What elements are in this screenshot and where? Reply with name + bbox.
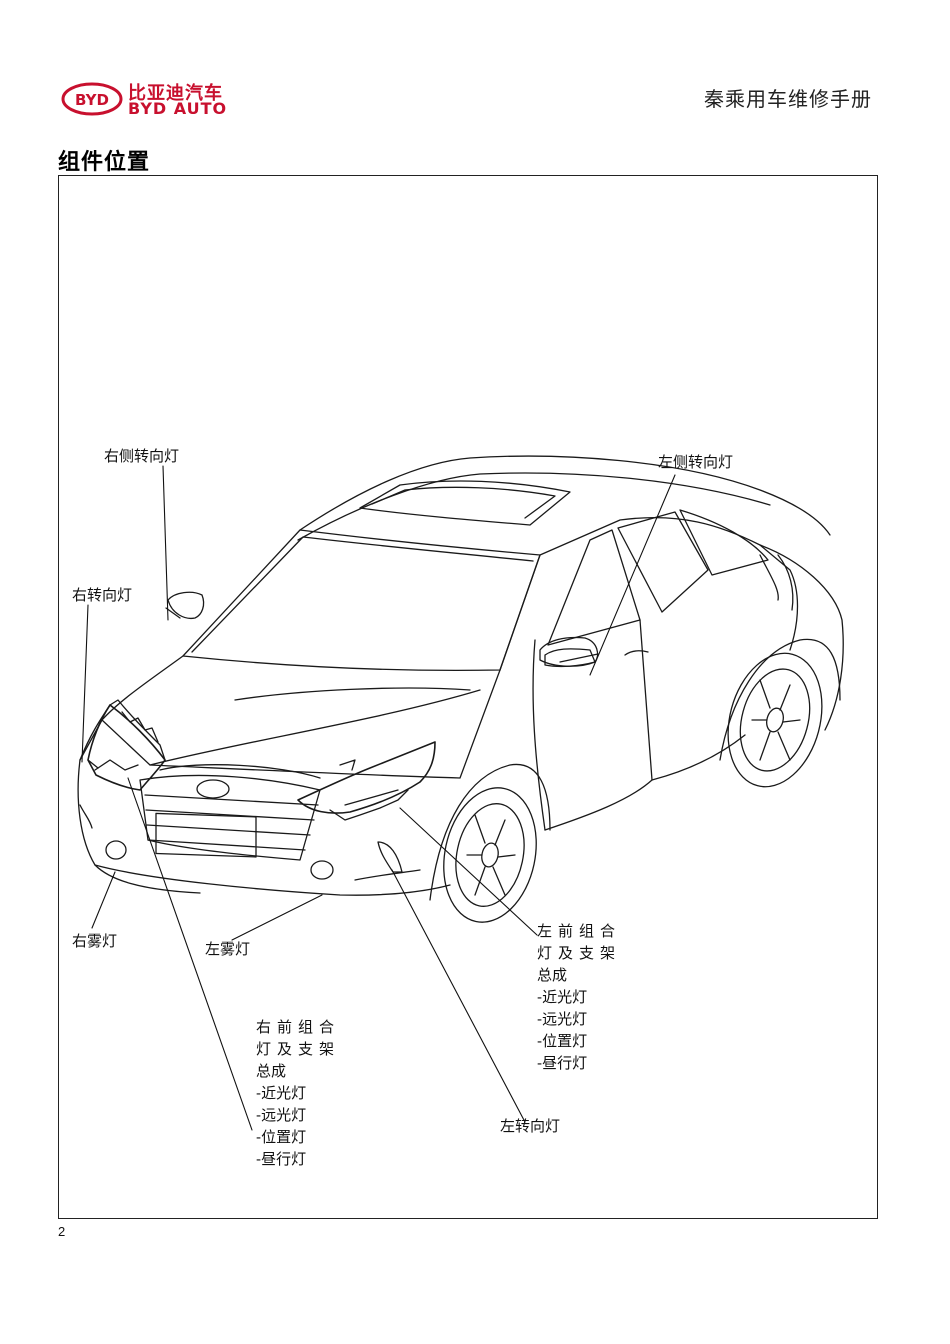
left-headlamp-item: -远光灯 bbox=[537, 1010, 588, 1028]
section-title: 组件位置 bbox=[58, 150, 151, 175]
leader-left-turn bbox=[391, 869, 526, 1123]
front-wheel bbox=[443, 787, 537, 923]
rear-door-window bbox=[617, 511, 709, 613]
label-left-turn-lamp: 左转向灯 bbox=[500, 1117, 561, 1135]
brand-name-en: BYD AUTO bbox=[128, 99, 228, 118]
left-headlamp-assembly bbox=[297, 741, 436, 814]
brand-name-cn: 比亚迪汽车 bbox=[128, 83, 223, 104]
left-headlamp-item: -昼行灯 bbox=[537, 1054, 588, 1072]
car-roof-outline bbox=[299, 455, 831, 536]
right-fog-lamp-housing bbox=[105, 840, 127, 860]
right-headlamp-item: -位置灯 bbox=[256, 1128, 307, 1146]
leader-lines bbox=[81, 465, 676, 1131]
right-side-mirror bbox=[167, 591, 205, 620]
leader-right-headlamp bbox=[127, 777, 253, 1131]
windshield-outline bbox=[182, 529, 541, 672]
logo-mark: BYD bbox=[75, 91, 109, 109]
right-headlamp-line3: 总成 bbox=[256, 1062, 287, 1080]
leader-right-side-turn bbox=[162, 465, 169, 621]
leader-left-side-turn bbox=[589, 474, 676, 676]
leader-right-fog bbox=[91, 871, 116, 929]
left-turn-lamp-bezel bbox=[377, 841, 403, 873]
hood-outline bbox=[101, 655, 501, 779]
license-plate bbox=[155, 812, 257, 858]
right-headlamp-line1: 右前组合 bbox=[256, 1018, 341, 1036]
label-right-headlamp-assembly: 右前组合 灯及支架 总成 -近光灯 -远光灯 -位置灯 -昼行灯 bbox=[256, 1016, 340, 1170]
label-left-fog-lamp: 左雾灯 bbox=[205, 940, 251, 958]
page-number: 2 bbox=[58, 1224, 66, 1239]
right-headlamp-assembly bbox=[87, 704, 166, 791]
label-right-fog-lamp: 右雾灯 bbox=[72, 932, 118, 950]
left-headlamp-line3: 总成 bbox=[537, 966, 568, 984]
byd-logo: BYD 比亚迪汽车 BYD AUTO bbox=[60, 80, 245, 120]
right-headlamp-line2: 灯及支架 bbox=[256, 1040, 341, 1058]
label-left-headlamp-assembly: 左前组合 灯及支架 总成 -近光灯 -远光灯 -位置灯 -昼行灯 bbox=[537, 920, 621, 1074]
left-headlamp-line2: 灯及支架 bbox=[537, 944, 622, 962]
right-headlamp-item: -昼行灯 bbox=[256, 1150, 307, 1168]
rear-wheel bbox=[727, 652, 823, 788]
right-headlamp-item: -远光灯 bbox=[256, 1106, 307, 1124]
front-bumper-outline bbox=[77, 759, 451, 896]
front-door-window bbox=[547, 529, 641, 646]
label-left-side-turn-lamp: 左侧转向灯 bbox=[658, 453, 734, 471]
leader-left-headlamp bbox=[399, 807, 538, 936]
left-fog-lamp-housing bbox=[310, 860, 334, 880]
leader-right-turn bbox=[81, 604, 89, 763]
left-headlamp-line1: 左前组合 bbox=[537, 922, 622, 940]
manual-title: 秦乘用车维修手册 bbox=[704, 87, 872, 111]
byd-oval-logo-icon: BYD bbox=[61, 82, 123, 116]
right-headlamp-item: -近光灯 bbox=[256, 1084, 307, 1102]
sunroof-outline bbox=[359, 480, 571, 526]
label-right-side-turn-lamp: 右侧转向灯 bbox=[104, 447, 180, 465]
grille-emblem bbox=[196, 779, 230, 799]
front-grille bbox=[139, 774, 321, 861]
left-headlamp-item: -近光灯 bbox=[537, 988, 588, 1006]
left-side-mirror bbox=[539, 636, 599, 667]
diagram-frame bbox=[58, 175, 878, 1219]
rear-door-handle bbox=[624, 650, 649, 656]
leader-left-fog bbox=[231, 894, 323, 941]
label-right-turn-lamp: 右转向灯 bbox=[72, 586, 133, 604]
left-headlamp-item: -位置灯 bbox=[537, 1032, 588, 1050]
